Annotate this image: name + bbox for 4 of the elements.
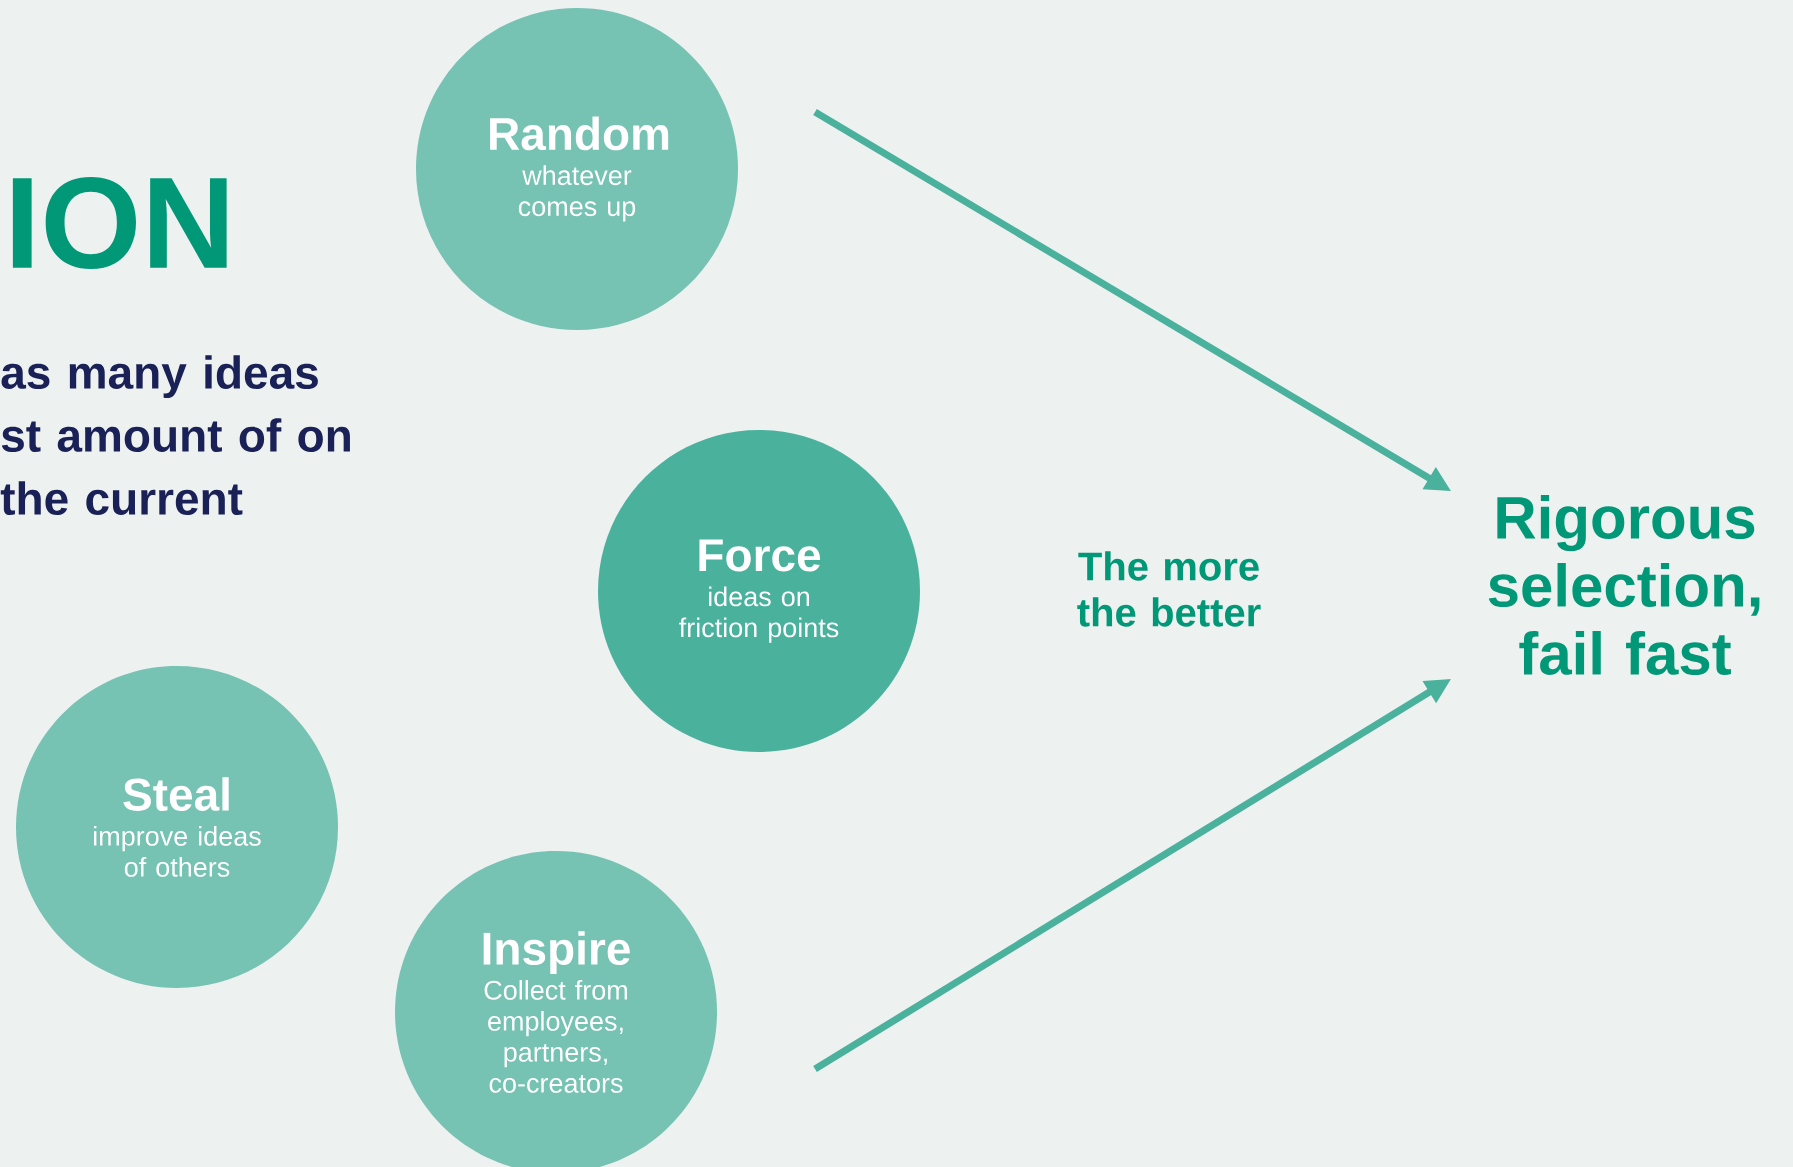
paragraph: as many ideas st amount of on the current (0, 355, 350, 515)
heading-text: Rigorous selection, fail fast (1488, 495, 1760, 676)
title: ION (12, 177, 227, 269)
note-text: The more the better (1077, 551, 1261, 627)
